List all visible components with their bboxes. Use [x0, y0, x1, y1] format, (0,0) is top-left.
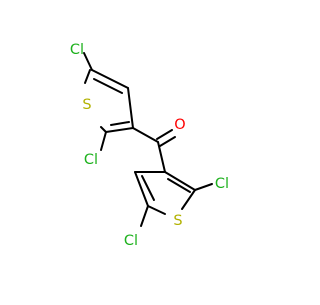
bond-c3-c2-bottom [164, 171, 196, 191]
bond-carbonyl-c3-bottom [157, 141, 166, 173]
atom-o: O [174, 117, 185, 133]
bond-c4-c3-top [127, 87, 134, 129]
molecule-diagram: Cl S Cl O Cl S Cl [70, 42, 229, 249]
atom-cl-bottom-right: Cl [215, 176, 229, 192]
bond-c2-s-top [84, 69, 91, 84]
bond-c3-c2-top [91, 69, 129, 89]
atom-s-bottom: S [173, 213, 182, 229]
bond-c4-carbonyl [132, 127, 159, 143]
atom-cl-top-left: Cl [70, 42, 84, 58]
molecule-structure: Cl S Cl O Cl S Cl [70, 42, 229, 249]
atom-s-top: S [82, 97, 91, 113]
atom-cl-top-mid: Cl [84, 152, 98, 168]
bond-c5-c4-top-inner [110, 121, 130, 126]
bond-c5-c4-bottom-inner [141, 175, 155, 201]
bond-c5-c4-top [105, 127, 134, 133]
bond-s-c5-top [100, 126, 107, 133]
bond-c5-cl-mid [100, 131, 107, 151]
atom-labels: Cl S Cl O Cl S Cl [70, 42, 229, 249]
bond-c2-cl-bottom [194, 183, 213, 191]
atom-cl-bottom-left: Cl [124, 233, 138, 249]
bond-c5-c4-bottom [134, 171, 149, 207]
bond-carbonyl-o-1 [156, 129, 173, 140]
bond-c3-c2-top-inner [93, 78, 123, 94]
bond-s-c5-bottom [147, 205, 166, 215]
bond-c2-cl-top [83, 52, 93, 71]
bond-carbonyl-o-2 [159, 136, 176, 147]
bond-c5-cl-bottom [140, 205, 149, 227]
bonds [83, 52, 213, 227]
bond-c3-c2-bottom-inner [167, 178, 191, 193]
bond-c2-s-bottom [181, 189, 196, 210]
